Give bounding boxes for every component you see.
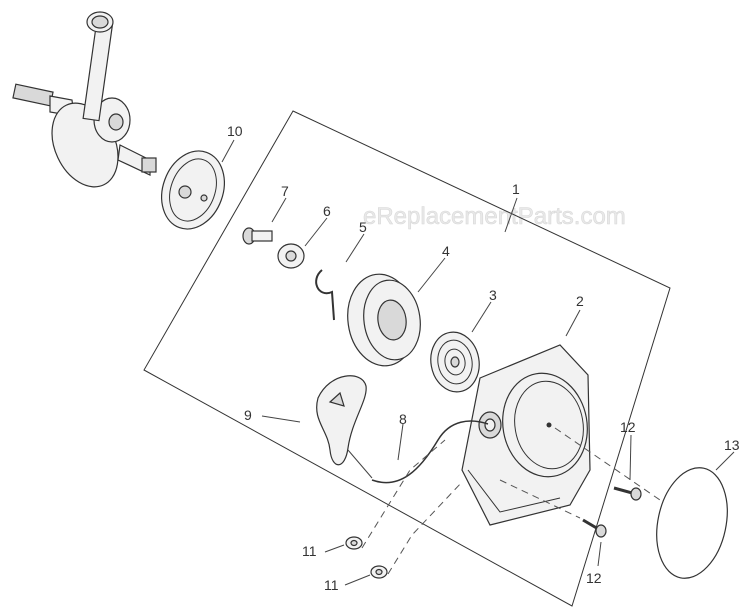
seal-ring-13 <box>656 467 728 579</box>
leader-6 <box>304 217 328 247</box>
leader-9 <box>261 415 301 423</box>
callout-2: 2 <box>576 293 584 309</box>
leader-12a <box>629 434 632 481</box>
callout-4: 4 <box>442 243 450 259</box>
callout-12a: 12 <box>620 419 636 435</box>
leader-1 <box>504 197 518 233</box>
leader-8 <box>397 423 404 461</box>
callout-1: 1 <box>512 181 520 197</box>
crankshaft <box>12 11 157 188</box>
starter-housing-2 <box>461 344 591 526</box>
leader-12b <box>597 541 602 567</box>
callout-3: 3 <box>489 287 497 303</box>
leader-7 <box>271 197 287 223</box>
starter-rope-8 <box>371 420 489 484</box>
callout-5: 5 <box>359 219 367 235</box>
leader-13 <box>715 451 735 471</box>
ratchet-6 <box>277 243 305 269</box>
screw-12a <box>613 486 642 501</box>
starter-handle-9 <box>316 375 373 479</box>
pulley-4 <box>347 273 421 367</box>
nut-11a <box>345 536 363 550</box>
assembly-line-screw-a <box>554 427 661 501</box>
assembly-line-screw-b <box>499 479 581 519</box>
leader-5 <box>345 233 365 263</box>
screw-12b <box>582 518 607 538</box>
callout-9: 9 <box>244 407 252 423</box>
spring-clip-5 <box>315 269 335 321</box>
bolt-7 <box>242 227 273 245</box>
leader-11b <box>344 574 371 586</box>
flywheel-plate <box>161 150 225 230</box>
leader-3 <box>471 301 492 333</box>
leader-2 <box>565 309 581 337</box>
assembly-outline <box>143 110 671 607</box>
callout-7: 7 <box>281 183 289 199</box>
callout-6: 6 <box>323 203 331 219</box>
watermark-text: eReplacementParts.com <box>363 203 626 230</box>
leader-10 <box>221 139 235 163</box>
nut-11b <box>370 565 388 579</box>
callout-11a: 11 <box>302 543 317 559</box>
callout-8: 8 <box>399 411 407 427</box>
recoil-spring-3 <box>430 331 480 393</box>
assembly-line-nut-a <box>361 439 446 549</box>
callout-11b: 11 <box>324 577 339 593</box>
callout-12b: 12 <box>586 570 602 586</box>
leader-4 <box>417 257 446 293</box>
leader-11a <box>324 544 345 553</box>
callout-10: 10 <box>227 123 243 139</box>
callout-13: 13 <box>724 437 740 453</box>
assembly-line-nut-b <box>387 481 463 575</box>
